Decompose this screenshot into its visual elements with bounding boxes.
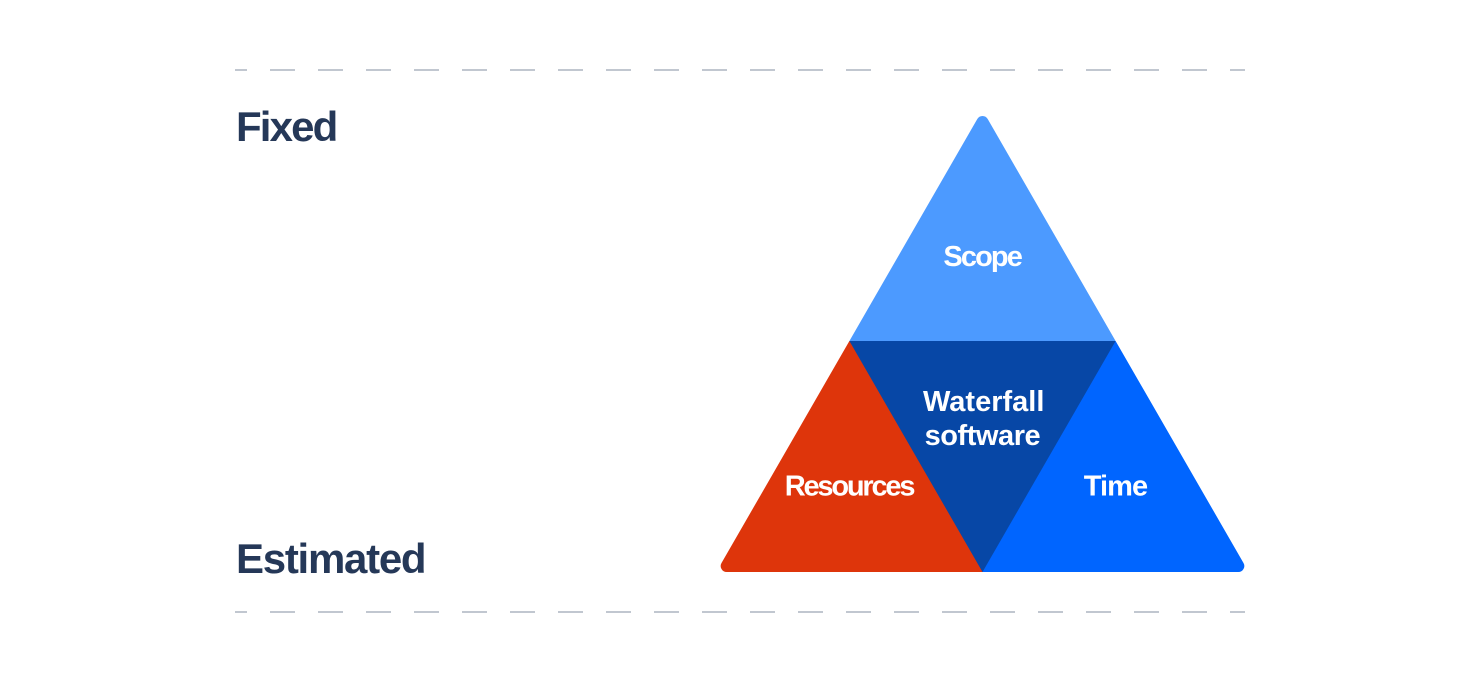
svg-text:Resources: Resources bbox=[785, 471, 915, 503]
svg-text:Estimated: Estimated bbox=[236, 535, 425, 582]
svg-text:Waterfall: Waterfall bbox=[923, 386, 1044, 418]
svg-text:Scope: Scope bbox=[943, 241, 1022, 273]
svg-text:Time: Time bbox=[1084, 471, 1148, 503]
svg-text:software: software bbox=[925, 420, 1041, 452]
svg-text:Fixed: Fixed bbox=[236, 103, 336, 150]
